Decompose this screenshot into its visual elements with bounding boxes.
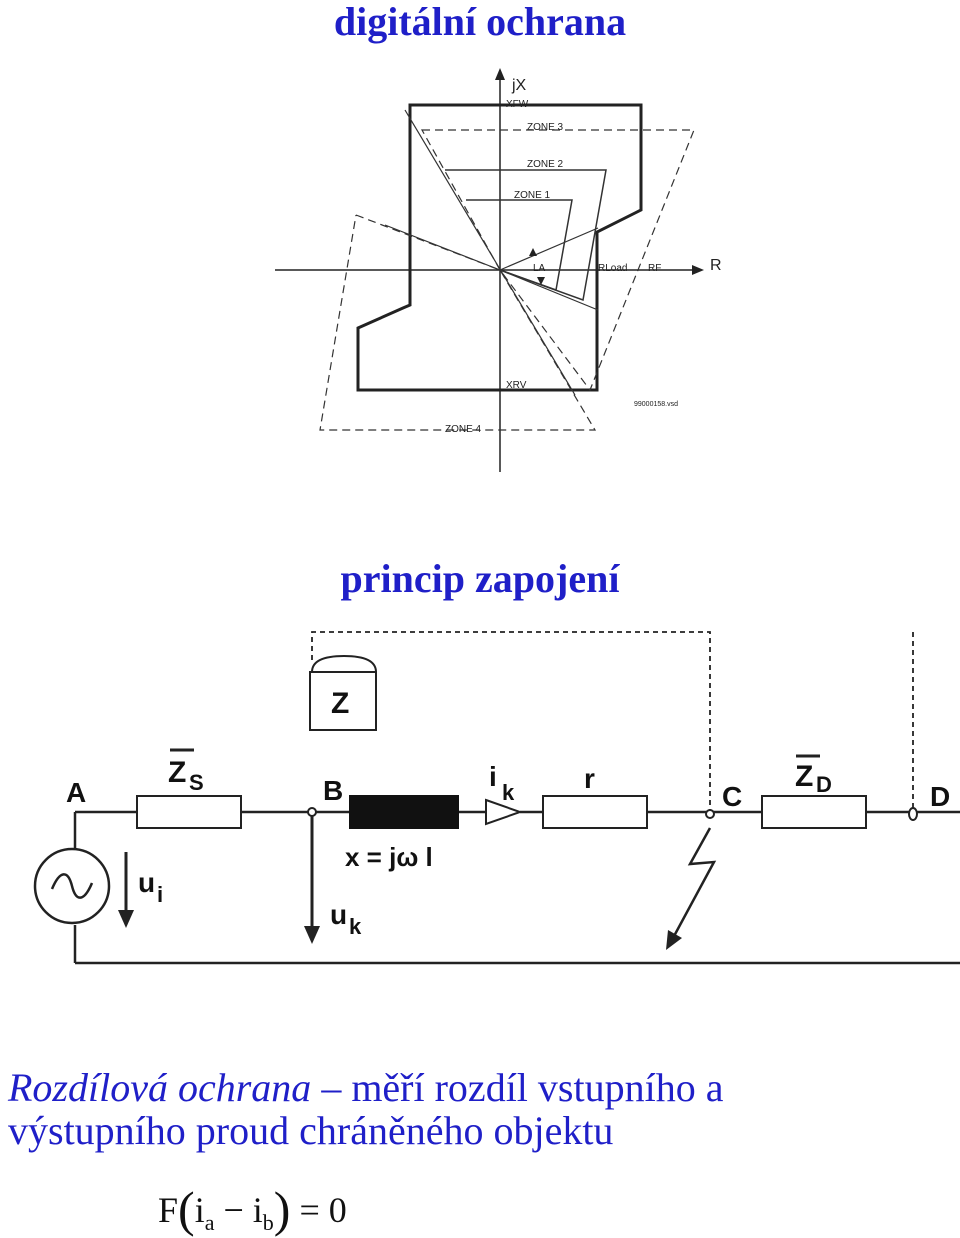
- xfw-label: XFW: [506, 99, 529, 110]
- formula-rhs: 0: [328, 1190, 347, 1230]
- formula-sub2: b: [262, 1210, 274, 1235]
- uk-arrow-head: [304, 926, 320, 944]
- ik-sub-label: k: [502, 780, 515, 805]
- line1-text: měří rozdíl vstupního a: [351, 1065, 724, 1110]
- node-c-dot: [705, 809, 715, 819]
- formula-paren-open: (: [178, 1181, 195, 1237]
- node-c-label: C: [722, 781, 742, 812]
- formula-var2: i: [252, 1190, 263, 1230]
- ui-label: u: [138, 867, 155, 898]
- la-arrow-up: [529, 248, 537, 256]
- formula-paren-close: ): [273, 1181, 291, 1237]
- zone4-polygon: [319, 214, 597, 431]
- relay-z-label: Z: [331, 687, 349, 720]
- rload-label: RLoad: [598, 263, 627, 274]
- line2-text: výstupního proud chráněného objektu: [8, 1108, 614, 1153]
- xrv-label: XRV: [506, 380, 527, 391]
- line-impedance-angle: [404, 109, 576, 396]
- line-rload-upper: [499, 227, 599, 271]
- resistor-r: [542, 795, 648, 829]
- formula-minus: −: [223, 1190, 244, 1230]
- page-title: digitální ochrana: [333, 0, 627, 44]
- inductor-x: [349, 795, 459, 829]
- fault-bolt: [671, 827, 717, 939]
- node-d-label: D: [930, 781, 950, 812]
- formula-func: F: [158, 1190, 179, 1230]
- la-arrow-down: [537, 277, 545, 285]
- relay-z: Z: [309, 654, 377, 731]
- ui-sub-label: i: [157, 882, 163, 907]
- formula-sub1: a: [204, 1210, 215, 1235]
- node-a-label: A: [66, 777, 86, 808]
- zone3-label: ZONE 3: [527, 122, 564, 133]
- x-label: x = jω l: [345, 842, 433, 872]
- rf-label: RF: [648, 263, 661, 274]
- term-text: Rozdílová ochrana: [8, 1065, 312, 1110]
- line-rload-lower: [384, 224, 501, 271]
- uk-label: u: [330, 899, 347, 930]
- zone-main-polygon: [356, 103, 643, 392]
- ac-source: [33, 847, 111, 925]
- la-label: LA: [533, 263, 546, 274]
- zd-impedance: [761, 795, 867, 829]
- zone1-label: ZONE 1: [514, 190, 551, 201]
- difference-formula: F(ia − ib) = 0: [158, 1180, 347, 1238]
- figure-id-label: 99000158.vsd: [634, 401, 678, 408]
- node-b-label: B: [323, 775, 343, 806]
- zd-label: Z: [795, 760, 813, 793]
- node-d-dot: [908, 807, 918, 821]
- zd-sub-label: D: [816, 772, 832, 797]
- zone3-polygon: [420, 129, 695, 392]
- dashed-feedback-line: [311, 631, 711, 815]
- zone4-label: ZONE 4: [445, 424, 482, 435]
- formula-var1: i: [194, 1190, 205, 1230]
- zone1-polygon: [466, 199, 573, 292]
- jx-axis-arrow: [495, 68, 505, 80]
- r-axis-arrow: [692, 265, 704, 275]
- section-title: princip zapojení: [340, 556, 620, 601]
- ui-arrow-head: [118, 910, 134, 928]
- impedance-diagram: jX R XFW XRV ZONE 3 ZONE 2 ZONE 1 ZONE 4…: [275, 68, 722, 472]
- uk-sub-label: k: [349, 914, 362, 939]
- circuit-diagram: Z: [33, 631, 960, 965]
- ik-arrow-symbol: [485, 798, 524, 826]
- node-b-dot: [307, 807, 317, 817]
- zs-sub-label: S: [189, 770, 204, 795]
- fault-bolt-head: [666, 930, 682, 950]
- zs-impedance: [136, 795, 242, 829]
- r-axis-label: R: [710, 257, 722, 274]
- r-label: r: [584, 763, 595, 794]
- ik-label: i: [489, 761, 497, 792]
- dash-text: –: [321, 1065, 342, 1110]
- jx-axis-label: jX: [511, 77, 527, 94]
- zs-label: Z: [168, 756, 186, 789]
- formula-equals: =: [299, 1190, 320, 1230]
- description-paragraph: Rozdílová ochrana – měří rozdíl vstupníh…: [8, 1066, 958, 1152]
- zone2-label: ZONE 2: [527, 159, 564, 170]
- line-to-zone: [499, 269, 599, 311]
